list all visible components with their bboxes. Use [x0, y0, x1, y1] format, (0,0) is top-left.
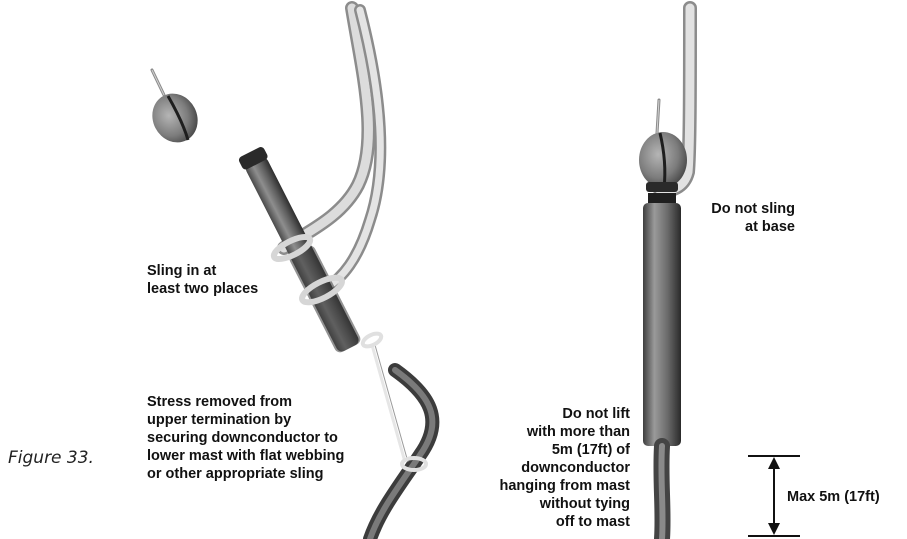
figure-caption: Figure 33. [8, 448, 94, 468]
right-mast [643, 203, 681, 446]
right-assembly [639, 8, 800, 539]
left-webbing-strap [372, 345, 405, 462]
label-sling-two-places: Sling in at least two places [147, 262, 258, 298]
label-do-not-lift: Do not lift with more than 5m (17ft) of … [470, 405, 630, 531]
left-terminal-head [144, 70, 206, 150]
label-stress-removed: Stress removed from upper termination by… [147, 393, 344, 483]
label-do-not-sling-base: Do not sling at base [685, 200, 795, 236]
left-webbing-strap-edge [375, 345, 408, 462]
right-terminal-head [639, 100, 687, 192]
right-mast-collar [648, 193, 676, 203]
left-webbing-loop-mast [361, 331, 383, 349]
right-downconductor-hi [661, 446, 662, 539]
label-max-length: Max 5m (17ft) [787, 488, 880, 506]
left-downconductor-hi [370, 370, 432, 539]
